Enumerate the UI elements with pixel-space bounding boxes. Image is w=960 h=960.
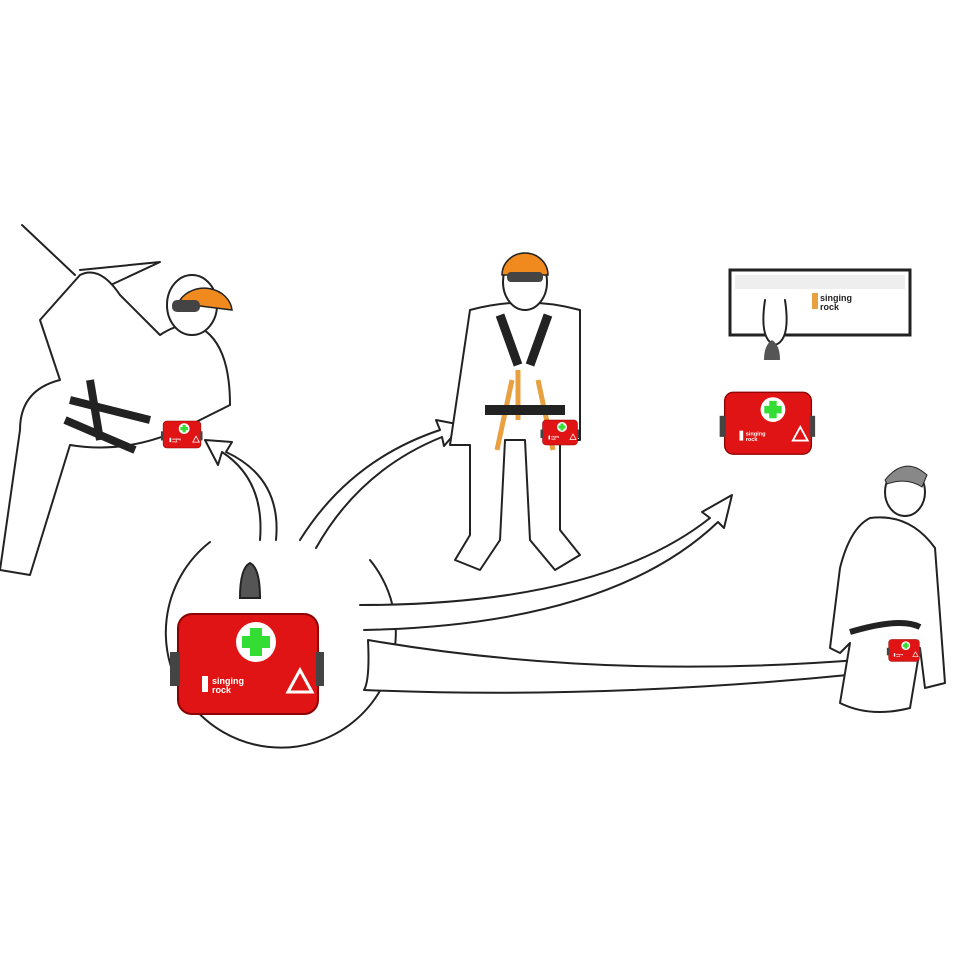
arrow-to-belt xyxy=(363,639,859,694)
belt-kit xyxy=(886,639,922,662)
goggles xyxy=(507,272,543,282)
climber-figure xyxy=(0,224,233,576)
main-first-aid-kit xyxy=(168,612,326,716)
rope xyxy=(21,224,161,291)
worker-figure xyxy=(449,252,581,571)
svg-text:rock: rock xyxy=(820,302,840,312)
goggles xyxy=(172,300,200,312)
belt-person-figure xyxy=(829,465,946,713)
svg-text:singing: singing xyxy=(820,293,852,303)
arrow-to-climber xyxy=(204,439,278,541)
hair xyxy=(884,465,928,488)
helmet xyxy=(501,252,549,276)
climber-kit xyxy=(160,420,203,449)
worker-kit xyxy=(540,419,580,446)
anchor-scene: singing rock xyxy=(718,268,912,456)
hanging-kit xyxy=(718,391,817,456)
arrow-to-anchor xyxy=(359,494,733,631)
kit-carry-loop xyxy=(238,561,262,599)
main-kit-callout xyxy=(164,541,397,749)
arrows xyxy=(204,419,859,694)
waist-belt xyxy=(849,620,922,635)
carabiner xyxy=(762,299,788,346)
shoulder-straps xyxy=(495,313,553,367)
harness xyxy=(63,379,151,454)
arrow-to-worker xyxy=(299,419,463,549)
